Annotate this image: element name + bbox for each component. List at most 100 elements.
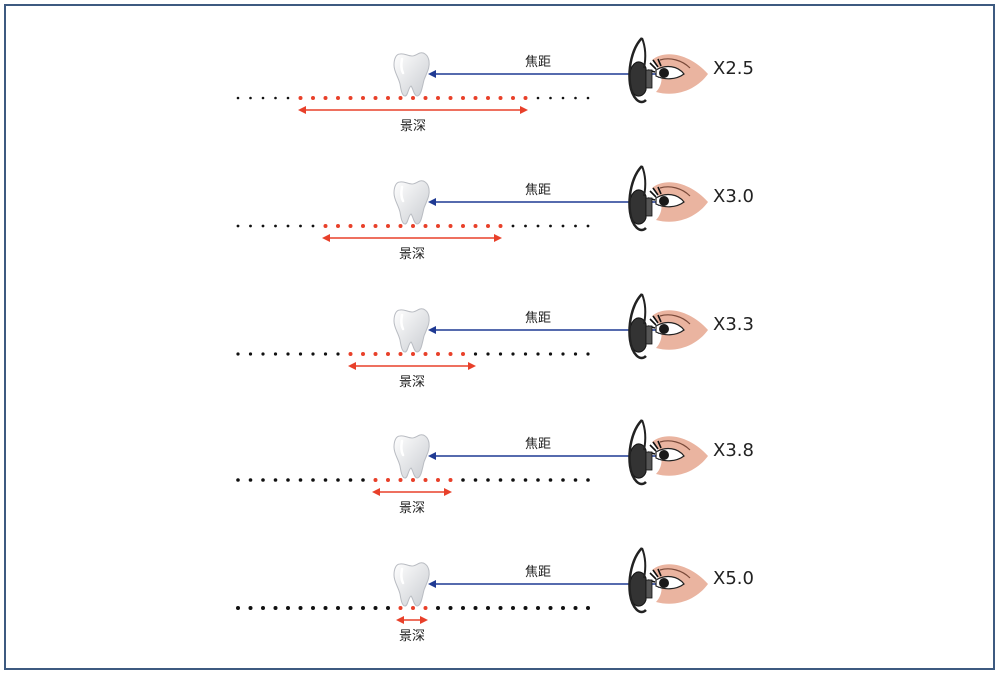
distance-dot bbox=[261, 352, 265, 356]
distance-dot bbox=[536, 606, 540, 610]
distance-dot bbox=[411, 606, 415, 610]
distance-dot bbox=[249, 96, 252, 100]
distance-dot bbox=[398, 606, 403, 610]
distance-dot bbox=[511, 352, 515, 356]
distance-dot bbox=[411, 352, 415, 356]
distance-dot bbox=[373, 96, 378, 100]
distance-dot bbox=[523, 96, 528, 100]
distance-dot-line bbox=[236, 478, 590, 482]
depth-of-field-label: 景深 bbox=[399, 501, 425, 516]
distance-dot bbox=[261, 224, 265, 228]
distance-dot bbox=[486, 352, 490, 356]
distance-dot bbox=[273, 606, 278, 610]
distance-dot bbox=[574, 96, 577, 100]
distance-dot bbox=[523, 606, 528, 610]
focal-length-label: 焦距 bbox=[525, 311, 551, 326]
distance-dot bbox=[423, 352, 428, 356]
distance-dot bbox=[348, 224, 353, 228]
distance-dot bbox=[498, 224, 503, 228]
distance-dot bbox=[486, 224, 490, 228]
distance-dot bbox=[348, 96, 353, 100]
distance-dot bbox=[498, 478, 503, 482]
distance-dot bbox=[461, 606, 465, 610]
distance-dot bbox=[461, 478, 465, 482]
distance-dot bbox=[361, 606, 365, 610]
tooth-icon bbox=[393, 52, 430, 97]
distance-dot bbox=[373, 478, 378, 482]
distance-dot bbox=[586, 352, 590, 356]
distance-dot bbox=[398, 96, 403, 100]
distance-dot bbox=[361, 352, 365, 356]
distance-dot bbox=[261, 478, 265, 482]
distance-dot bbox=[536, 352, 540, 356]
distance-dot bbox=[311, 224, 315, 228]
distance-dot bbox=[523, 478, 528, 482]
distance-dot bbox=[448, 96, 453, 100]
distance-dot bbox=[536, 478, 540, 482]
eye-with-loupe-icon bbox=[628, 37, 708, 104]
distance-dot bbox=[311, 478, 315, 482]
magnification-label: X3.8 bbox=[713, 440, 754, 461]
distance-dot bbox=[486, 478, 490, 482]
distance-dot bbox=[274, 224, 277, 228]
distance-dot bbox=[298, 352, 303, 356]
distance-dot bbox=[386, 352, 390, 356]
distance-dot bbox=[373, 352, 378, 356]
distance-dot bbox=[436, 606, 440, 610]
distance-dot bbox=[323, 478, 328, 482]
distance-dot bbox=[524, 224, 527, 228]
distance-dot bbox=[323, 224, 328, 228]
distance-dot bbox=[373, 224, 378, 228]
distance-dot bbox=[248, 606, 253, 610]
distance-dot bbox=[423, 224, 428, 228]
distance-dot bbox=[536, 96, 540, 100]
distance-dot bbox=[511, 478, 515, 482]
distance-dot bbox=[548, 352, 553, 356]
diagram-frame bbox=[4, 4, 995, 670]
distance-dot bbox=[273, 478, 278, 482]
tooth-icon bbox=[393, 308, 430, 353]
distance-dot bbox=[348, 606, 353, 610]
distance-dot bbox=[248, 478, 253, 482]
distance-dot bbox=[236, 478, 240, 482]
eye-with-loupe-icon bbox=[628, 419, 708, 486]
depth-of-field-label: 景深 bbox=[399, 375, 425, 390]
distance-dot bbox=[448, 352, 453, 356]
distance-dot bbox=[511, 224, 515, 228]
distance-dot bbox=[236, 224, 240, 228]
distance-dot bbox=[386, 96, 390, 100]
distance-dot bbox=[298, 478, 303, 482]
distance-dot bbox=[473, 478, 478, 482]
distance-dot bbox=[411, 224, 415, 228]
distance-dot bbox=[461, 352, 465, 356]
distance-dot bbox=[336, 478, 340, 482]
distance-dot bbox=[549, 224, 552, 228]
distance-dot bbox=[448, 606, 453, 610]
distance-dot bbox=[573, 606, 578, 610]
distance-dot bbox=[361, 224, 365, 228]
distance-dot bbox=[311, 352, 315, 356]
distance-dot bbox=[436, 96, 440, 100]
distance-dot bbox=[473, 606, 478, 610]
distance-dot bbox=[286, 96, 290, 100]
distance-dot bbox=[511, 606, 515, 610]
eye-with-loupe-icon bbox=[628, 165, 708, 232]
distance-dot bbox=[298, 96, 303, 100]
distance-dot bbox=[461, 224, 465, 228]
distance-dot bbox=[398, 224, 403, 228]
distance-dot bbox=[448, 478, 453, 482]
distance-dot bbox=[423, 96, 428, 100]
distance-dot bbox=[373, 606, 378, 610]
magnification-label: X5.0 bbox=[713, 568, 754, 589]
distance-dot bbox=[573, 478, 578, 482]
distance-dot bbox=[386, 478, 390, 482]
distance-dot bbox=[486, 96, 490, 100]
focal-length-label: 焦距 bbox=[525, 565, 551, 580]
distance-dot bbox=[298, 606, 303, 610]
distance-dot bbox=[323, 352, 328, 356]
distance-dot bbox=[461, 96, 465, 100]
